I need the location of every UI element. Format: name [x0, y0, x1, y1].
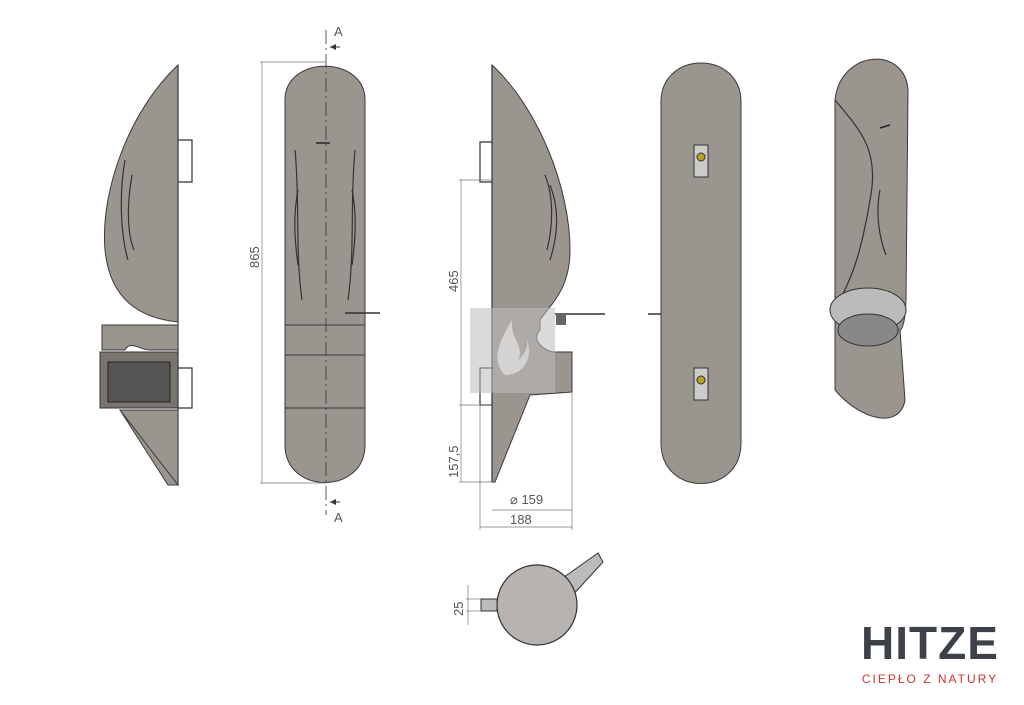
dim-height-upper: 465: [446, 270, 461, 292]
top-view: 25: [451, 552, 604, 646]
hitze-logo: HITZE CIEPŁO Z NATURY: [850, 620, 1010, 686]
dim-diameter: ⌀ 159: [510, 492, 543, 507]
dim-height-lower: 157,5: [446, 445, 461, 478]
logo-name: HITZE: [861, 617, 999, 669]
dim-height-total: 865: [247, 246, 262, 268]
section-label-top: A: [334, 24, 343, 39]
front-view: A A 865: [247, 24, 380, 525]
side-view: [99, 63, 193, 487]
dim-pipe: 25: [451, 602, 466, 616]
section-label-bottom: A: [334, 510, 343, 525]
perspective-view: [829, 58, 909, 419]
dim-depth: 188: [510, 512, 532, 527]
back-view: [648, 62, 742, 484]
logo-tagline: CIEPŁO Z NATURY: [861, 672, 999, 686]
section-view: 465 157,5 ⌀ 159 188: [446, 63, 605, 530]
